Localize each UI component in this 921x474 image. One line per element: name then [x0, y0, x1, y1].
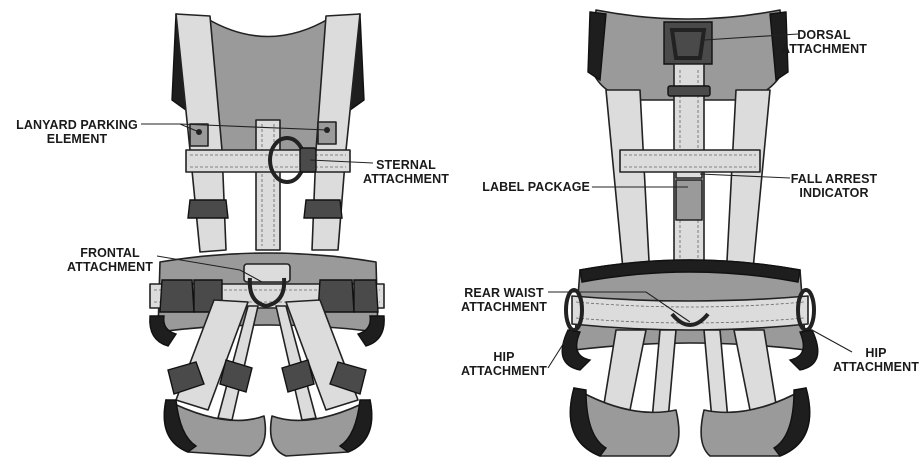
label-line: ATTACHMENT	[360, 172, 452, 186]
label-line: INDICATOR	[786, 186, 882, 200]
label-line: ATTACHMENT	[832, 360, 920, 374]
label-sternal-attachment: STERNAL ATTACHMENT	[360, 158, 452, 186]
label-line: LANYARD PARKING	[12, 118, 142, 132]
label-fall-arrest-indicator: FALL ARREST INDICATOR	[786, 172, 882, 200]
label-line: ATTACHMENT	[456, 364, 552, 378]
label-line: HIP	[832, 346, 920, 360]
label-line: ATTACHMENT	[456, 300, 552, 314]
label-line: REAR WAIST	[456, 286, 552, 300]
label-line: HIP	[456, 350, 552, 364]
label-line: ATTACHMENT	[776, 42, 872, 56]
label-line: FRONTAL	[62, 246, 158, 260]
label-dorsal-attachment: DORSAL ATTACHMENT	[776, 28, 872, 56]
label-line: ELEMENT	[12, 132, 142, 146]
label-rear-waist-attachment: REAR WAIST ATTACHMENT	[456, 286, 552, 314]
label-line: LABEL PACKAGE	[470, 180, 590, 194]
label-package	[676, 180, 702, 220]
label-hip-attachment-left: HIP ATTACHMENT	[456, 350, 552, 378]
label-line: FALL ARREST	[786, 172, 882, 186]
label-hip-attachment-right: HIP ATTACHMENT	[832, 346, 920, 374]
label-frontal-attachment: FRONTAL ATTACHMENT	[62, 246, 158, 274]
front-harness	[150, 14, 384, 456]
label-line: DORSAL	[776, 28, 872, 42]
label-line: STERNAL	[360, 158, 452, 172]
label-lanyard-parking-element: LANYARD PARKING ELEMENT	[12, 118, 142, 146]
back-harness	[562, 10, 818, 456]
label-line: ATTACHMENT	[62, 260, 158, 274]
label-label-package: LABEL PACKAGE	[470, 180, 590, 194]
